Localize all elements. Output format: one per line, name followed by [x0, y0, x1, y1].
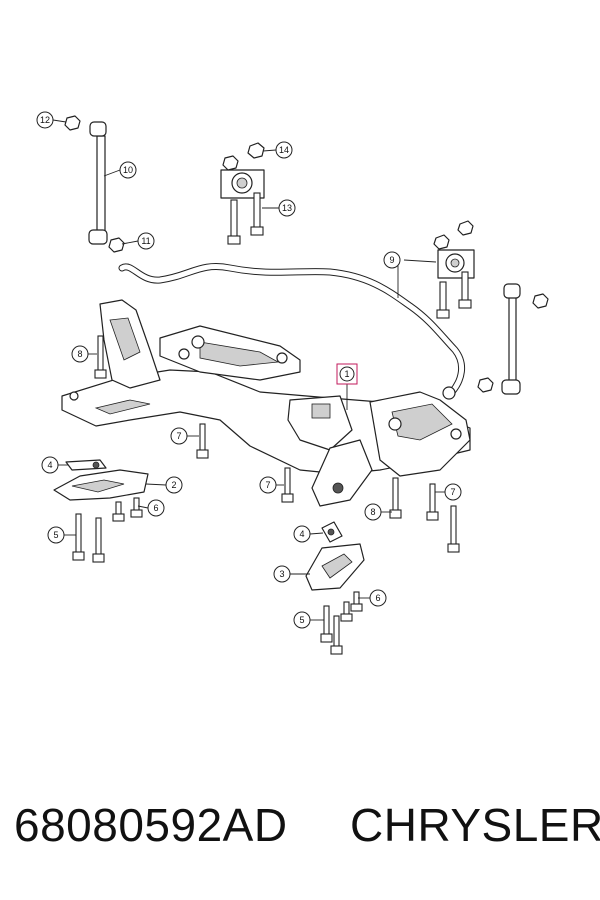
part-number: 68080592AD: [14, 799, 288, 851]
bolt-8-right: [389, 477, 402, 519]
leader-lines: [52, 119, 445, 621]
svg-text:4: 4: [47, 460, 52, 470]
callout-4-left[interactable]: 4: [41, 456, 59, 474]
callout-6-right[interactable]: 6: [369, 589, 387, 607]
stabilizer-link-right: [477, 283, 549, 395]
svg-text:8: 8: [77, 349, 82, 359]
svg-text:3: 3: [279, 569, 284, 579]
svg-text:7: 7: [265, 480, 270, 490]
bolt-5-left-b: [92, 517, 105, 563]
callout-3[interactable]: 3: [273, 565, 291, 583]
bolt-7-left: [196, 423, 209, 459]
callout-12[interactable]: 12: [36, 111, 54, 129]
svg-text:7: 7: [450, 487, 455, 497]
svg-text:1: 1: [344, 369, 349, 379]
svg-text:9: 9: [389, 255, 394, 265]
footer: 68080592AD CHRYSLER: [0, 790, 600, 880]
bracket-3: [305, 543, 365, 591]
stabilizer-bar: [118, 263, 466, 400]
callout-9[interactable]: 9: [383, 251, 401, 269]
callout-11[interactable]: 11: [137, 232, 155, 250]
nut-14: [247, 142, 265, 159]
callout-5-right[interactable]: 5: [293, 611, 311, 629]
svg-text:13: 13: [282, 203, 292, 213]
svg-text:6: 6: [375, 593, 380, 603]
callout-4-right[interactable]: 4: [293, 525, 311, 543]
svg-text:6: 6: [153, 503, 158, 513]
callout-2[interactable]: 2: [165, 476, 183, 494]
bolt-5-right-a: [320, 605, 333, 643]
bracket-2: [53, 469, 149, 501]
svg-text:12: 12: [40, 115, 50, 125]
bolt-8-left: [94, 335, 107, 379]
callout-5-left[interactable]: 5: [47, 526, 65, 544]
bolt-6-left-a: [112, 501, 125, 522]
svg-text:10: 10: [123, 165, 133, 175]
callout-13[interactable]: 13: [278, 199, 296, 217]
stabilizer-bushing-clamp-right: [433, 220, 475, 319]
nut-11: [108, 237, 125, 253]
bolt-6-right-b: [350, 591, 363, 612]
svg-text:14: 14: [279, 145, 289, 155]
bolt-7-right-b: [447, 505, 460, 553]
svg-text:11: 11: [141, 236, 150, 246]
bolt-6-right-a: [340, 601, 353, 622]
bolt-7-mid: [281, 467, 294, 503]
callout-10[interactable]: 10: [119, 161, 137, 179]
bolt-13a: [227, 199, 241, 245]
callout-8-left[interactable]: 8: [71, 345, 89, 363]
front-suspension-crossmember-diagram: 1 2 3 4 4 5 5 6 6 7 7 7 8 8 9 10 11 12 1…: [36, 111, 549, 655]
bolt-7-right-a: [426, 483, 439, 521]
nut-12: [64, 115, 81, 131]
svg-text:5: 5: [299, 615, 304, 625]
callout-7-mid[interactable]: 7: [259, 476, 277, 494]
svg-text:4: 4: [299, 529, 304, 539]
stabilizer-bushing-clamp-left: [220, 169, 265, 199]
bolt-5-left-a: [72, 513, 85, 561]
brand-name: CHRYSLER: [350, 799, 600, 851]
nut-14b: [222, 155, 239, 171]
front-crossmember: [61, 299, 471, 507]
bracket-4-right: [321, 521, 343, 543]
callout-14[interactable]: 14: [275, 141, 293, 159]
svg-text:8: 8: [370, 507, 375, 517]
callout-1[interactable]: 1: [339, 366, 355, 382]
callout-7-left[interactable]: 7: [170, 427, 188, 445]
callout-7-right[interactable]: 7: [444, 483, 462, 501]
callout-6-left[interactable]: 6: [147, 499, 165, 517]
stabilizer-link-left: [88, 121, 108, 245]
svg-text:5: 5: [53, 530, 58, 540]
bracket-4-left: [65, 459, 107, 471]
callout-8-right[interactable]: 8: [364, 503, 382, 521]
svg-text:7: 7: [176, 431, 181, 441]
svg-text:2: 2: [171, 480, 176, 490]
bolt-13b: [250, 192, 264, 236]
bolt-5-right-b: [330, 615, 343, 655]
bolt-6-left-b: [130, 497, 143, 518]
